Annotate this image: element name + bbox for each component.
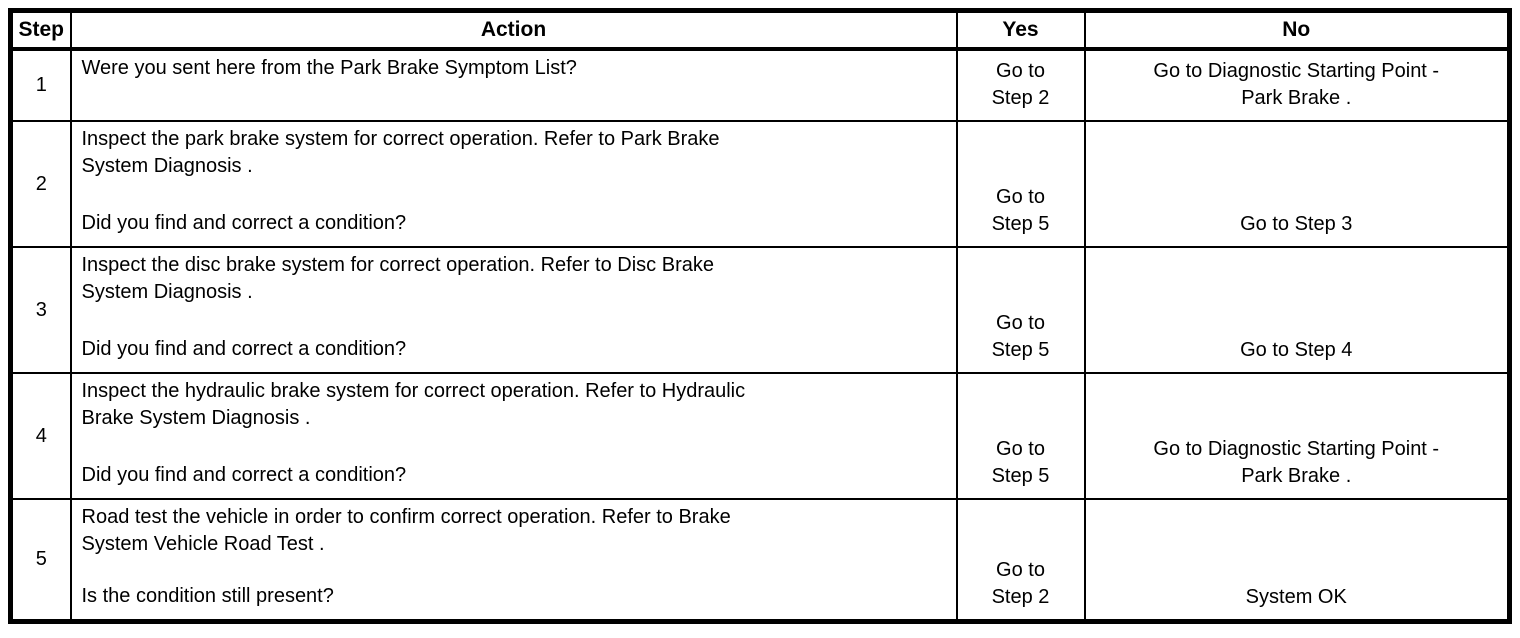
action-content: Road test the vehicle in order to confir… <box>82 504 946 610</box>
step-cell: 3 <box>9 246 72 374</box>
action-cell: Inspect the hydraulic brake system for c… <box>69 372 958 500</box>
col-header-yes: Yes <box>955 9 1086 51</box>
table-header-row: Step Action Yes No <box>9 9 1511 51</box>
action-description: Inspect the park brake system for correc… <box>81 128 720 177</box>
step-cell: 2 <box>9 120 72 248</box>
action-cell: Were you sent here from the Park Brake S… <box>69 48 958 122</box>
step-cell: 5 <box>9 498 72 623</box>
action-description: Road test the vehicle in order to confir… <box>81 506 731 555</box>
action-question: Did you find and correct a condition? <box>81 464 407 486</box>
col-header-action: Action <box>69 9 958 51</box>
action-description: Inspect the hydraulic brake system for c… <box>81 380 746 429</box>
no-cell: Go to Diagnostic Starting Point - Park B… <box>1083 372 1511 500</box>
table-row: 2 Inspect the park brake system for corr… <box>9 120 1511 248</box>
no-cell: Go to Step 4 <box>1083 246 1511 374</box>
action-description: Inspect the disc brake system for correc… <box>81 254 714 303</box>
action-cell: Inspect the disc brake system for correc… <box>69 246 958 374</box>
table-row: 4 Inspect the hydraulic brake system for… <box>9 372 1511 500</box>
action-content: Inspect the park brake system for correc… <box>82 126 946 237</box>
action-content: Inspect the disc brake system for correc… <box>82 252 946 363</box>
col-header-no: No <box>1083 9 1511 51</box>
yes-cell: Go to Step 2 <box>955 48 1086 122</box>
no-cell: Go to Step 3 <box>1083 120 1511 248</box>
step-cell: 1 <box>9 48 72 122</box>
yes-cell: Go to Step 2 <box>955 498 1086 623</box>
yes-cell: Go to Step 5 <box>955 372 1086 500</box>
action-question: Did you find and correct a condition? <box>81 338 407 360</box>
action-question: Is the condition still present? <box>81 585 334 607</box>
no-cell: Go to Diagnostic Starting Point - Park B… <box>1083 48 1511 122</box>
step-cell: 4 <box>9 372 72 500</box>
action-cell: Inspect the park brake system for correc… <box>69 120 958 248</box>
no-cell: System OK <box>1083 498 1511 623</box>
action-content: Were you sent here from the Park Brake S… <box>82 55 946 82</box>
action-content: Inspect the hydraulic brake system for c… <box>82 378 946 489</box>
diagnostic-table: Step Action Yes No 1 Were you sent here … <box>8 8 1512 624</box>
yes-cell: Go to Step 5 <box>955 120 1086 248</box>
table-row: 5 Road test the vehicle in order to conf… <box>9 498 1511 623</box>
col-header-step: Step <box>9 9 72 51</box>
action-question: Did you find and correct a condition? <box>81 212 407 234</box>
action-cell: Road test the vehicle in order to confir… <box>69 498 958 623</box>
table-row: 1 Were you sent here from the Park Brake… <box>9 48 1511 122</box>
table-row: 3 Inspect the disc brake system for corr… <box>9 246 1511 374</box>
yes-cell: Go to Step 5 <box>955 246 1086 374</box>
action-description: Were you sent here from the Park Brake S… <box>81 57 577 79</box>
